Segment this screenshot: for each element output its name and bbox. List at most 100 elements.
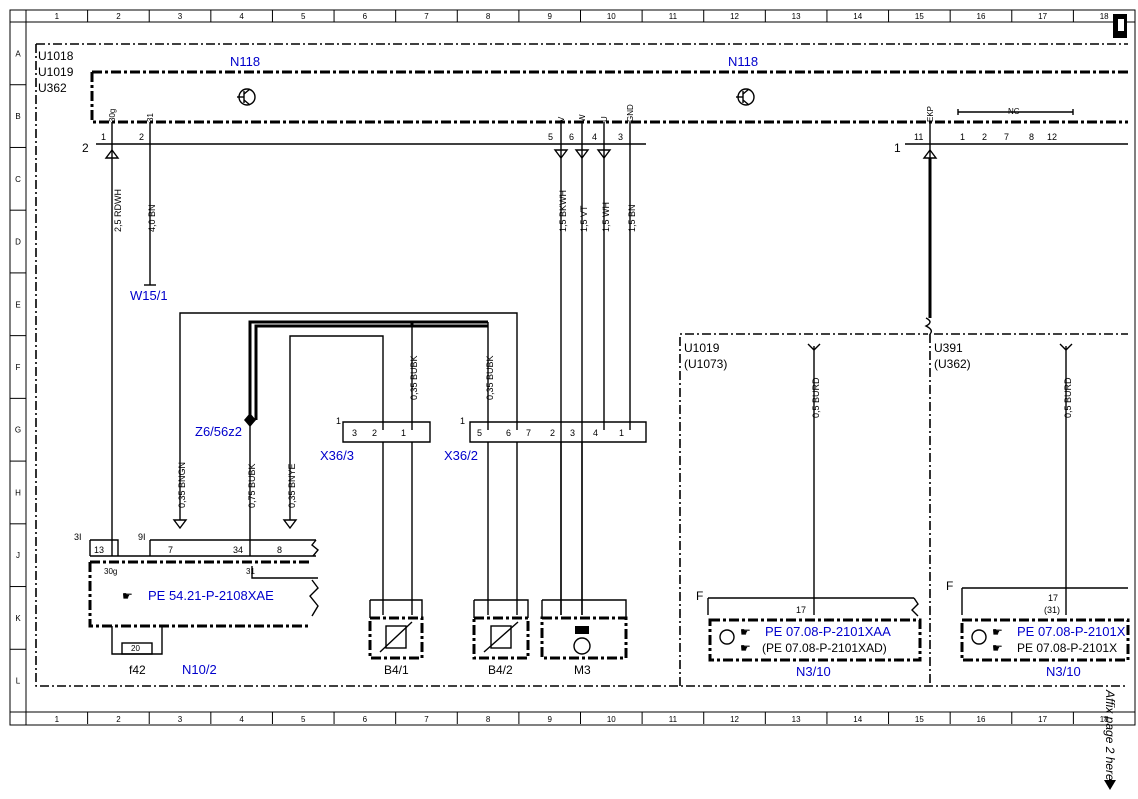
- label-b4-2: B4/2: [488, 663, 513, 677]
- wire-label: 2,5 RDWH: [113, 189, 123, 232]
- col-label: 6: [363, 12, 368, 21]
- label-w15-1: W15/1: [130, 288, 168, 303]
- col-label: 16: [977, 715, 986, 724]
- col-label: 10: [607, 715, 616, 724]
- pin-num: 2: [139, 132, 144, 142]
- col-label: 3: [178, 12, 183, 21]
- pin-num: 1: [336, 416, 341, 426]
- pin-num: 34: [233, 545, 243, 555]
- pin-gnd: GND: [626, 104, 635, 122]
- ref-pe-0708-x-right2[interactable]: PE 07.08-P-2101X: [1017, 641, 1117, 655]
- label-z6-56z2: Z6/56z2: [195, 424, 242, 439]
- pin-num: 8: [277, 545, 282, 555]
- pin-num: 17: [796, 605, 806, 615]
- pin-u: U: [600, 116, 609, 122]
- wire-label: 0,5 BURD: [811, 377, 821, 418]
- u1019-right-boundary: [679, 333, 1128, 686]
- n118-right-transistor-icon: [736, 88, 755, 106]
- row-label: E: [15, 300, 20, 309]
- n3-10-left: [707, 343, 922, 662]
- pin-num: 13: [94, 545, 104, 555]
- label-m3: M3: [574, 663, 591, 677]
- wire-label: 1,5 VT: [579, 205, 589, 232]
- label-fuse-value: 20: [131, 644, 140, 653]
- pin-num: 1: [619, 428, 624, 438]
- x36-2-connector: [469, 421, 647, 443]
- wire-label: 0,75 BUBK: [247, 463, 257, 508]
- label-n10-2: N10/2: [182, 662, 217, 677]
- n3-10-right: [960, 343, 1130, 662]
- pin-num: (31): [1044, 605, 1060, 615]
- row-label: C: [15, 175, 21, 184]
- pin-num: 4: [593, 428, 598, 438]
- u1019-boundary: [90, 70, 1128, 124]
- label-n118-right: N118: [728, 54, 758, 69]
- label-u1019: U1019: [38, 65, 74, 79]
- col-label: 1: [55, 12, 60, 21]
- wire-bubk-thick: [248, 320, 488, 420]
- pin-num: 2: [550, 428, 555, 438]
- row-label: G: [15, 426, 21, 435]
- pin-ekp: EKP: [926, 106, 935, 122]
- ref-pe-0708-xaa[interactable]: PE 07.08-P-2101XAA: [765, 624, 891, 639]
- hand-ref-icon: ☛: [740, 641, 751, 655]
- pin-num: 7: [168, 545, 173, 555]
- n118-left-transistor-icon: [237, 88, 256, 106]
- label-u391: U391: [934, 341, 963, 355]
- col-label: 8: [486, 12, 491, 21]
- row-label: B: [15, 112, 20, 121]
- n10-2-boundary: [88, 560, 310, 628]
- label-x36-3: X36/3: [320, 448, 354, 463]
- row-label: K: [15, 614, 21, 623]
- wire-label: 0,35 BNYE: [287, 463, 297, 508]
- ref-pe-0708-x-right[interactable]: PE 07.08-P-2101X: [1017, 624, 1126, 639]
- label-u1018: U1018: [38, 49, 74, 63]
- side-note: Affix page 2 here: [1103, 689, 1117, 781]
- col-label: 3: [178, 715, 183, 724]
- top-pin-stubs: [111, 122, 931, 144]
- col-label: 5: [301, 12, 306, 21]
- u1018-boundary: [35, 43, 1128, 687]
- pin-num: 1: [401, 428, 406, 438]
- wire-label: 0,35 BNGN: [177, 462, 187, 508]
- pin-label: 30g: [104, 567, 117, 576]
- pin-31: 31: [146, 113, 155, 122]
- n10-2-connector: [89, 539, 316, 556]
- label-u362b: (U362): [934, 357, 971, 371]
- col-label: 1: [55, 715, 60, 724]
- m3-motor: [540, 599, 628, 660]
- pin-num: 1: [460, 416, 465, 426]
- wire-label: 4,0 BN: [147, 204, 157, 232]
- ref-pe-5421[interactable]: PE 54.21-P-2108XAE: [148, 588, 274, 603]
- wire-label: 1,5 WH: [601, 202, 611, 232]
- row-label: L: [16, 677, 21, 686]
- pin-label: 3I: [74, 532, 82, 542]
- pin-num: 2: [372, 428, 377, 438]
- label-n3-10-left: N3/10: [796, 664, 831, 679]
- pin-w: W: [578, 114, 587, 122]
- ref-pe-0708-xad[interactable]: (PE 07.08-P-2101XAD): [762, 641, 887, 655]
- col-label: 7: [424, 12, 429, 21]
- pin-label: F: [696, 589, 703, 603]
- col-label: 9: [547, 715, 552, 724]
- pin-label: 9I: [138, 532, 146, 542]
- b4-2-sensor: [472, 599, 530, 660]
- pin-num: 17: [1048, 593, 1058, 603]
- hand-ref-icon: ☛: [992, 625, 1003, 639]
- b4-1-sensor: [368, 599, 424, 660]
- row-label: H: [15, 488, 21, 497]
- label-n118-left: N118: [230, 54, 260, 69]
- wire-label: 1,5 BN: [627, 204, 637, 232]
- pin-num: 2: [982, 132, 987, 142]
- col-label: 18: [1100, 12, 1109, 21]
- wire-label: 0,35 BUBK: [409, 355, 419, 400]
- pin-num: 7: [1004, 132, 1009, 142]
- wire-label: 1,5 BKWH: [558, 190, 568, 232]
- pin-num: 1: [101, 132, 106, 142]
- pin-num: 7: [526, 428, 531, 438]
- col-label: 11: [669, 715, 678, 724]
- col-label: 14: [853, 12, 862, 21]
- label-f42: f42: [129, 663, 146, 677]
- connector-number: 2: [82, 141, 89, 155]
- label-u1019b: U1019: [684, 341, 720, 355]
